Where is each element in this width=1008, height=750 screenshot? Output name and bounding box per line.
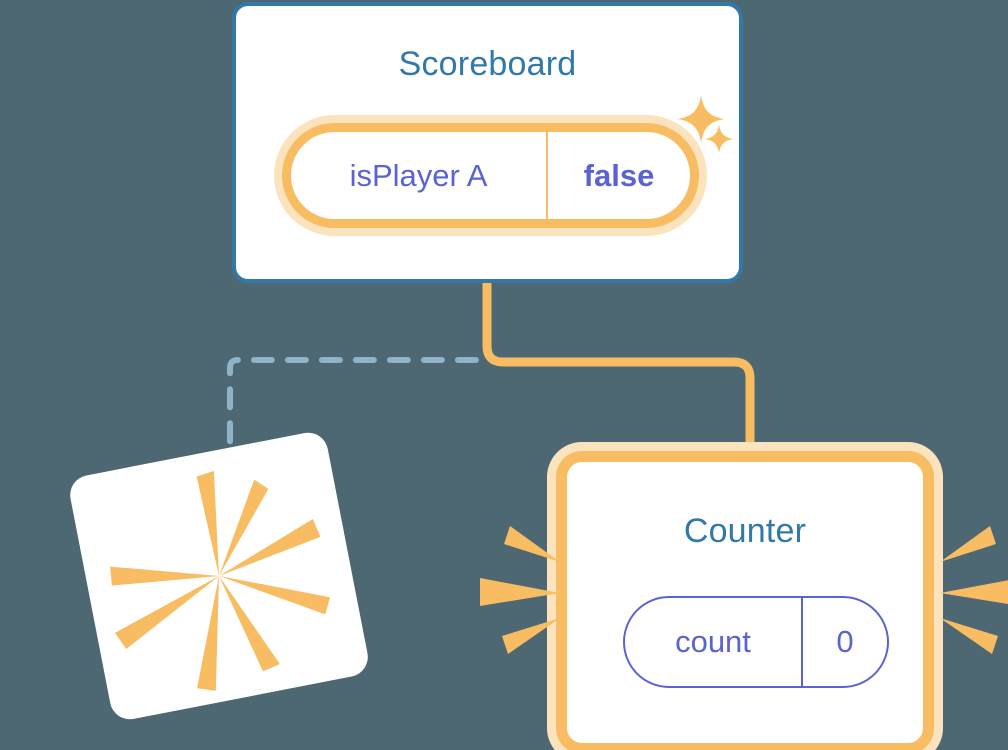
counter-state-pill[interactable]: count 0 (623, 596, 889, 688)
counter-state-value: 0 (836, 624, 854, 659)
counter-left-rays-icon (480, 526, 560, 654)
counter-card[interactable]: Counter count 0 (556, 451, 934, 750)
connector-solid-to-counter (482, 281, 755, 460)
scoreboard-state-value: false (583, 157, 655, 193)
counter-state-key: count (625, 598, 803, 686)
burst-rays-icon (110, 471, 331, 691)
counter-right-rays-icon (940, 526, 1008, 654)
scoreboard-state-key: isPlayer A (291, 132, 548, 219)
scoreboard-title: Scoreboard (398, 45, 577, 83)
scoreboard-card[interactable]: Scoreboard isPlayer A false (232, 2, 743, 283)
scoreboard-state-pill[interactable]: isPlayer A false (282, 123, 699, 228)
flash-card[interactable] (66, 429, 372, 723)
counter-title: Counter (683, 512, 807, 550)
